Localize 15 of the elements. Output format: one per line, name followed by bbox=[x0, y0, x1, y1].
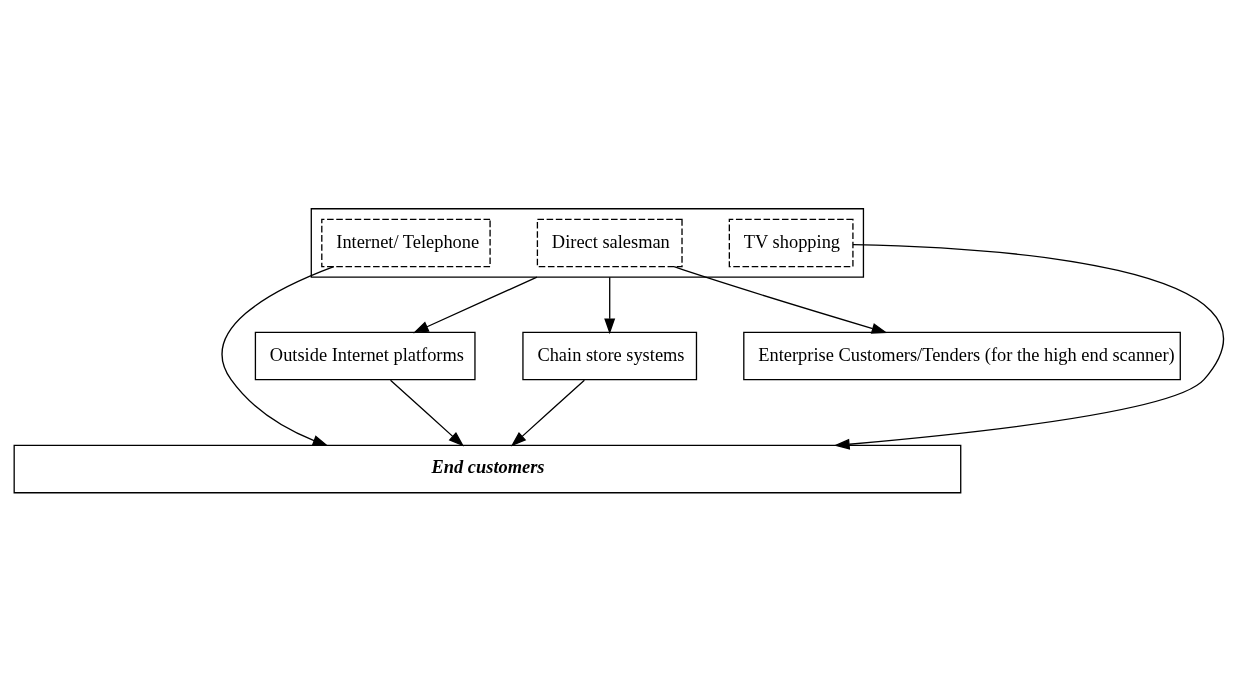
arrow bbox=[221, 265, 335, 446]
arrow bbox=[673, 265, 888, 334]
arrow bbox=[412, 276, 538, 333]
node-box: End customers bbox=[13, 444, 962, 493]
arrow bbox=[510, 379, 586, 447]
node-box: Enterprise Customers/Tenders (for the high end scanner) bbox=[743, 331, 1181, 380]
arrow bbox=[389, 379, 465, 447]
arrow bbox=[604, 276, 616, 334]
node-box: Internet/ Telephone bbox=[321, 218, 491, 267]
node-box: TV shopping bbox=[728, 218, 854, 267]
arrow bbox=[833, 243, 1224, 450]
cluster bbox=[310, 207, 865, 278]
node-box: Outside Internet platforms bbox=[254, 331, 476, 380]
node-box: Chain store systems bbox=[522, 331, 698, 380]
node-box: Direct salesman bbox=[536, 218, 683, 267]
